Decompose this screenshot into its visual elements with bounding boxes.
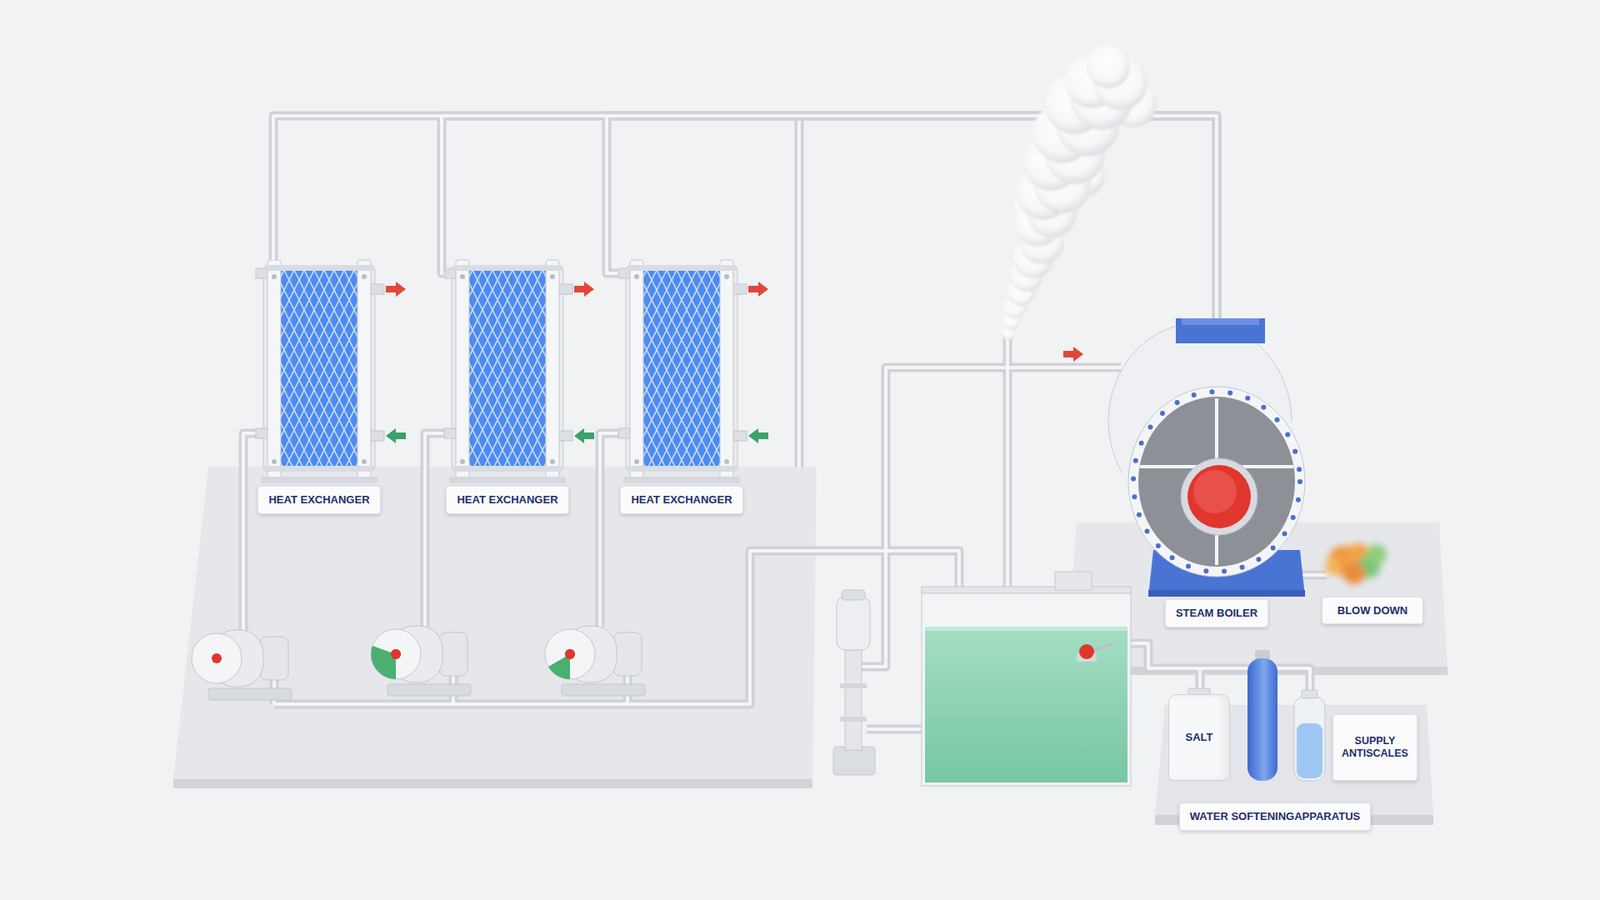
- feed-pump: [833, 590, 875, 775]
- steam-pipe: [606, 115, 1217, 319]
- pipe-highlight: [797, 115, 801, 468]
- equipment-label: HEAT EXCHANGER: [257, 485, 380, 515]
- boiler-bolts: [1133, 391, 1300, 572]
- steam-boiler-figure: [1108, 318, 1305, 597]
- equipment-label: HEAT EXCHANGER: [620, 485, 743, 515]
- pump-fan-cap: [841, 590, 865, 600]
- pipes: [243, 115, 1327, 730]
- bottle-cap: [1301, 690, 1318, 699]
- blow-down-plume: [1325, 543, 1387, 585]
- tank-water: [925, 626, 1128, 783]
- container-label: SUPPLY ANTISCALES: [1341, 735, 1409, 760]
- pump-body: [845, 650, 862, 750]
- pipe: [795, 115, 805, 468]
- antiscales-plate: SUPPLY ANTISCALES: [1332, 714, 1418, 781]
- circulation-pump: [370, 625, 471, 696]
- antiscale-bottle: [1294, 696, 1325, 781]
- feed-tank: [921, 571, 1131, 786]
- float-valve: [1079, 644, 1095, 660]
- pump-motor: [836, 596, 870, 650]
- pipe-highlight: [243, 433, 260, 630]
- heat-exchanger-figure: [618, 260, 769, 484]
- left-platform-edge: [173, 779, 813, 789]
- water-softening-apparatus: WATER SOFTENINGAPPARATUSSALTSUPPLY ANTIS…: [1158, 671, 1392, 834]
- heat-exchanger: HEAT EXCHANGER: [255, 260, 384, 517]
- water-surface: [925, 626, 1128, 631]
- steam-boiler: STEAM BOILER: [1112, 318, 1321, 630]
- heat-exchanger: HEAT EXCHANGER: [443, 260, 572, 517]
- pipe-highlight: [600, 433, 622, 627]
- tank-wall: [921, 590, 1131, 786]
- pump-indicator: [565, 649, 575, 660]
- boiler-base-edge: [1148, 590, 1305, 597]
- pump-base: [833, 746, 875, 775]
- pipe-highlight: [1005, 336, 1010, 590]
- boiler-top-cap: [1175, 318, 1265, 344]
- tank-rim: [921, 586, 1131, 594]
- pipe: [243, 433, 260, 630]
- pipe-highlight: [425, 433, 449, 627]
- heat-exchanger-figure: [444, 260, 595, 484]
- pipe: [1116, 643, 1310, 697]
- equipment-label: HEAT EXCHANGER: [445, 485, 569, 515]
- heat-exchanger: HEAT EXCHANGER: [617, 260, 746, 517]
- container-label: SALT: [1185, 730, 1214, 745]
- steam-puff: [1086, 45, 1130, 89]
- salt-container: SALT: [1168, 694, 1230, 781]
- burner-highlight: [1193, 470, 1237, 514]
- pipe: [425, 433, 449, 627]
- circulation-pump: [191, 630, 292, 700]
- tank-box: [1055, 571, 1092, 590]
- equipment-label: STEAM BOILER: [1165, 599, 1269, 628]
- antiscale-liquid: [1296, 723, 1323, 779]
- pump-flange: [840, 683, 867, 689]
- heat-exchanger-figure: [255, 260, 406, 484]
- door-seam: [1140, 398, 1294, 565]
- equipment-label: WATER SOFTENINGAPPARATUS: [1179, 802, 1371, 831]
- pipe: [600, 433, 622, 627]
- left-platform: [173, 466, 817, 780]
- boiler-front-face: [1138, 396, 1295, 567]
- pipe: [866, 725, 922, 735]
- pipe-highlight: [866, 727, 922, 731]
- plume-puff: [1343, 562, 1365, 585]
- resin-cylinder: [1247, 658, 1278, 781]
- flow-arrow: [1063, 346, 1084, 362]
- plume-puff: [1325, 558, 1342, 575]
- plume-puff: [1366, 544, 1387, 565]
- steam-plume: [1001, 45, 1157, 340]
- pipe-highlight: [1116, 643, 1310, 697]
- pipe: [1003, 336, 1013, 590]
- pipe-highlights: [243, 115, 1327, 730]
- pump-flange: [840, 716, 867, 722]
- equipment-label: BLOW DOWN: [1337, 604, 1408, 618]
- burner: [1187, 465, 1251, 529]
- pipe-highlight: [606, 115, 1217, 319]
- circulation-pump: [545, 625, 645, 696]
- boiler-top-cap-edge: [1181, 318, 1260, 325]
- blow-down-plate: BLOW DOWN: [1321, 596, 1424, 625]
- burner-ring: [1180, 458, 1258, 535]
- boiler-front-ring: [1128, 386, 1305, 577]
- pump-indicator: [390, 649, 401, 660]
